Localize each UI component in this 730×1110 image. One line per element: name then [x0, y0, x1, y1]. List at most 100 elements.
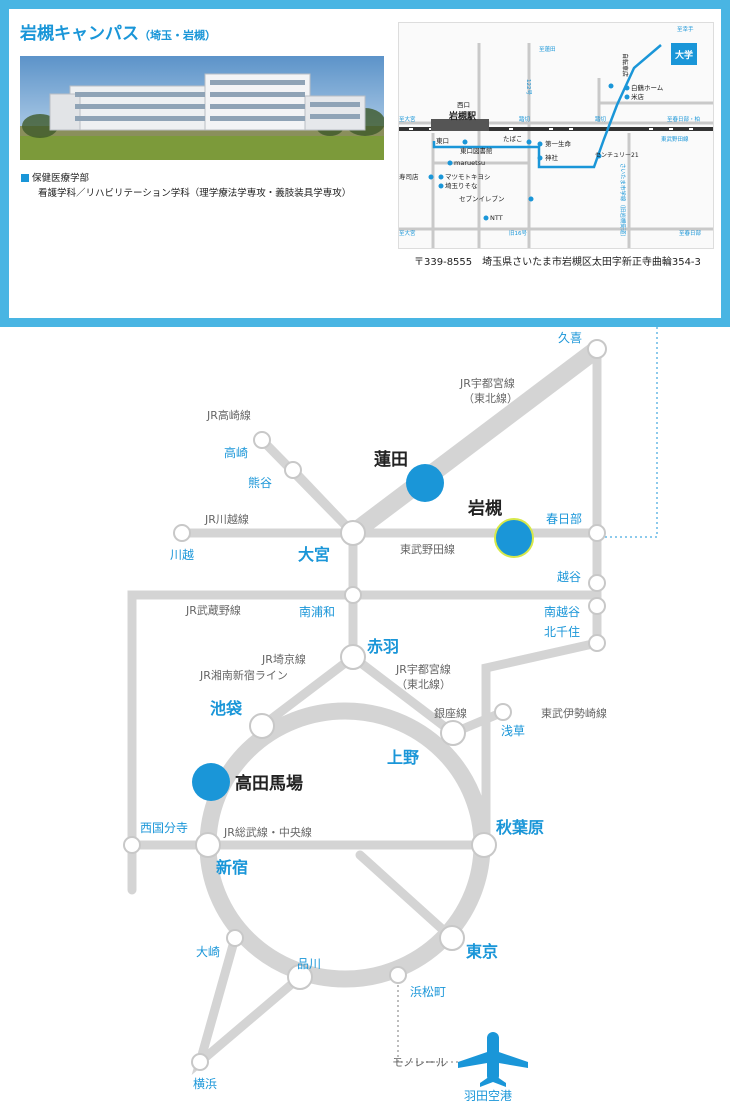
label-nishi-kokubunji: 西国分寺	[140, 821, 188, 835]
station-marker-kumagaya	[284, 461, 302, 479]
landmark-daiichi: 第一生命	[545, 139, 572, 148]
line-musashino	[127, 590, 602, 895]
label-hamamatsucho: 浜松町	[410, 985, 446, 999]
campus-title: 岩槻キャンパス（埼玉・岩槻）	[20, 19, 216, 44]
label-noda-line: 東武野田線	[400, 542, 455, 556]
station-marker-asakusa	[494, 703, 512, 721]
label-tokyo: 東京	[466, 942, 498, 961]
station-marker-takadanobaba	[192, 763, 230, 801]
label-takadanobaba: 高田馬場	[235, 773, 303, 794]
label-haneda: 羽田空港	[464, 1089, 512, 1103]
road-to-kasukabe: 至春日部・柏	[667, 115, 700, 123]
landmark-jitensha: 自転車店	[621, 53, 629, 77]
landmark-seven: セブンイレブン	[459, 194, 505, 203]
landmark-sushi: 寿司店	[399, 172, 419, 181]
airplane-icon	[458, 1032, 528, 1087]
department-list: 看護学科／リハビリテーション学科（理学療法学専攻・義肢装具学専攻）	[38, 188, 352, 199]
label-monorail: モノレール	[392, 1056, 447, 1069]
station-marker-osaki	[226, 929, 244, 947]
label-minami-urawa: 南浦和	[299, 604, 335, 619]
station-marker-yokohama	[191, 1053, 209, 1071]
label-koshigaya: 越谷	[557, 570, 581, 584]
label-takasaki-line: JR高崎線	[206, 408, 251, 422]
label-sobu-chuo-line: JR総武線・中央線	[223, 825, 312, 839]
road-122: 122号	[525, 79, 532, 95]
label-kawagoe-line: JR川越線	[204, 512, 249, 526]
station-marker-kuki	[587, 339, 607, 359]
road-saitama-line: さいたま市学線（旧岩槻街道）	[619, 163, 627, 240]
label-shinjuku: 新宿	[216, 858, 248, 877]
road-to-kasukabe2: 至春日部	[679, 229, 702, 237]
station-marker-takasaki	[253, 431, 271, 449]
label-kuki: 久喜	[558, 331, 582, 345]
station-marker-kawagoe	[173, 524, 191, 542]
station-marker-iwatsuki	[494, 518, 534, 558]
station-marker-minami-urawa	[344, 586, 362, 604]
station-label: 岩槻駅	[448, 110, 477, 122]
label-ikebukuro: 池袋	[210, 699, 243, 718]
line-utsunomiya-mid	[348, 652, 458, 738]
road-to-omiya-bottom: 至大宮	[399, 229, 416, 237]
station-marker-akihabara	[471, 832, 497, 858]
label-shonan-line: JR湘南新宿ライン	[199, 668, 288, 682]
station-marker-kita-senju	[588, 634, 606, 652]
label-kasukabe: 春日部	[546, 511, 582, 526]
landmark-hakutsuru: 白鶴ホーム	[631, 83, 664, 92]
campus-photo	[20, 56, 384, 160]
station-marker-hamamatsucho	[389, 966, 407, 984]
label-kawagoe: 川越	[170, 548, 194, 562]
landmark-kome: 米店	[631, 92, 645, 101]
local-access-map: 大学 西口 岩槻駅 東口 白鶴ホーム 米店 東口図書館 たばこ 第一生命 神社 …	[398, 22, 714, 249]
landmark-matsumoto: マツモトキヨシ	[445, 173, 491, 181]
label-omiya: 大宮	[298, 545, 330, 564]
landmark-resona: 埼玉りそな	[445, 181, 478, 190]
faculty-label: 保健医療学部	[21, 170, 89, 184]
east-exit-label: 東口	[436, 136, 449, 145]
road-to-kouki: 至幸手	[677, 25, 694, 33]
station-marker-shinagawa	[287, 964, 313, 990]
label-utsunomiya-mid: JR宇都宮線	[395, 662, 451, 676]
label-takasaki: 高崎	[224, 445, 248, 460]
station-marker-nishi-kokubunji	[123, 836, 141, 854]
landmark-tabako: たばこ	[503, 134, 523, 143]
label-isesaki-line: 東武伊勢崎線	[541, 706, 607, 720]
label-akabane: 赤羽	[367, 637, 399, 656]
label-tohoku-mid: （東北線）	[396, 677, 451, 691]
road-to-omiya-top: 至大宮	[399, 115, 416, 123]
label-shinagawa: 品川	[297, 957, 321, 971]
station-marker-koshigaya	[588, 574, 606, 592]
line-isesaki-2	[481, 638, 602, 850]
station-marker-ueno	[440, 720, 466, 746]
line-saikyo	[257, 652, 358, 731]
label-ueno: 上野	[387, 748, 419, 767]
campus-address: 〒339-8555 埼玉県さいたま市岩槻区太田字新正寺曲輪354-3	[414, 257, 701, 268]
line-utsunomiya-top	[344, 340, 606, 542]
label-asakusa: 浅草	[501, 724, 525, 738]
label-iwatsuki: 岩槻	[467, 498, 502, 519]
faculty-marker-icon	[21, 174, 29, 182]
fumikiri-1: 踏切	[519, 115, 531, 123]
station-marker-minami-koshigaya	[588, 597, 606, 615]
landmark-ntt: NTT	[490, 214, 503, 222]
label-osaki: 大崎	[196, 945, 220, 959]
faculty-name: 保健医療学部	[32, 173, 90, 184]
label-minami-koshigaya: 南越谷	[544, 604, 580, 619]
campus-title-sub: （埼玉・岩槻）	[139, 29, 216, 42]
station-marker-tokyo	[439, 925, 465, 951]
campus-title-main: 岩槻キャンパス	[20, 24, 139, 44]
line-takasaki-2	[288, 465, 358, 538]
label-hasuda: 蓮田	[374, 449, 408, 470]
station-marker-akabane	[340, 644, 366, 670]
line-monorail	[397, 975, 460, 1063]
label-utsunomiya-top: JR宇都宮線	[459, 376, 515, 390]
university-label: 大学	[675, 49, 693, 61]
landmark-center21: センチュリー21	[595, 152, 639, 159]
west-exit-label: 西口	[457, 101, 470, 109]
road-to-hasuda: 至蓮田	[539, 45, 556, 53]
label-saikyo-line: JR埼京線	[261, 652, 306, 666]
fumikiri-2: 踏切	[595, 115, 607, 123]
station-marker-kasukabe	[588, 524, 606, 542]
line-tobu-noda-mini: 東武野田線	[661, 135, 689, 143]
station-marker-omiya	[340, 520, 366, 546]
